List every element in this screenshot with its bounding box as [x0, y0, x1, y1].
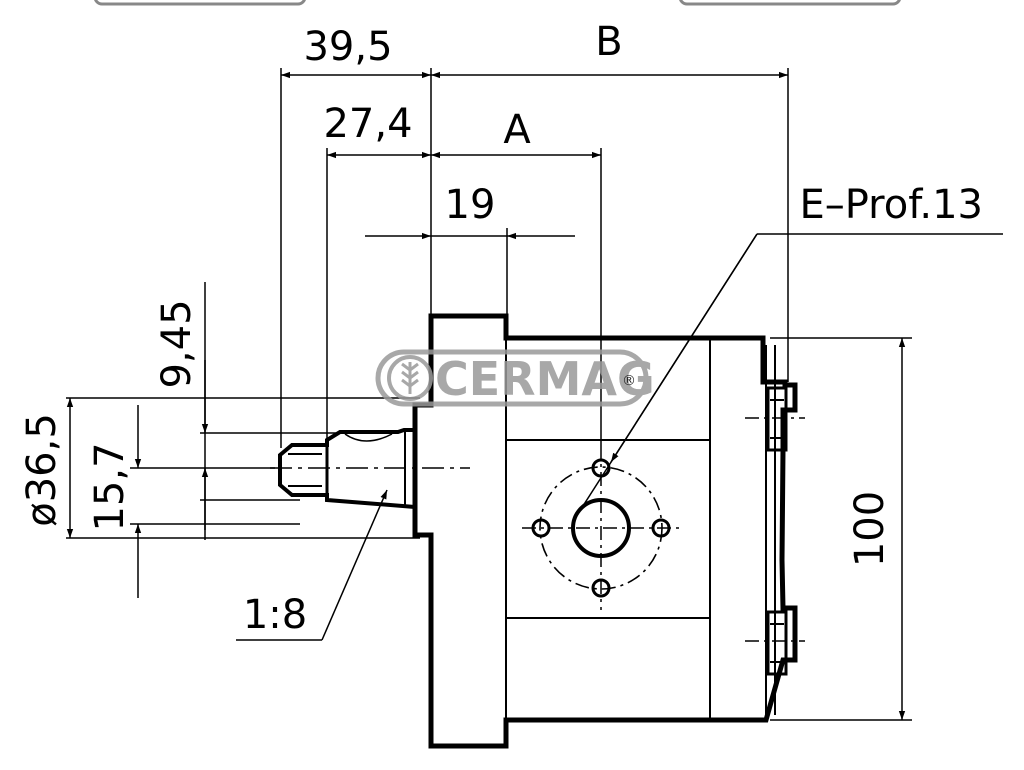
port — [522, 445, 682, 610]
shaft — [270, 428, 470, 509]
dim-27-4: 27,4 — [323, 101, 412, 147]
dim-b: B — [595, 19, 622, 65]
wheat-icon — [401, 362, 419, 394]
dimension-lines — [66, 71, 1003, 720]
dim-diameter-36-5: ø36,5 — [19, 413, 65, 527]
dim-e-prof: E–Prof.13 — [799, 182, 983, 228]
cermag-watermark: CERMAG ® — [375, 349, 655, 407]
dim-100: 100 — [847, 491, 893, 567]
dim-1-8: 1:8 — [243, 592, 307, 638]
dimension-labels: 39,5 B 27,4 A 19 E–Prof.13 9,45 ø36,5 15… — [19, 19, 983, 638]
dim-15-7: 15,7 — [87, 442, 133, 531]
pump-body — [412, 313, 805, 749]
registered-mark: ® — [622, 373, 636, 389]
dim-a: A — [503, 107, 531, 153]
dim-39-5: 39,5 — [303, 24, 392, 70]
extension-lines — [66, 68, 912, 721]
watermark-text: CERMAG — [435, 352, 655, 406]
dim-19: 19 — [445, 182, 496, 228]
top-decoration — [94, 0, 901, 6]
dim-9-45: 9,45 — [154, 299, 200, 388]
